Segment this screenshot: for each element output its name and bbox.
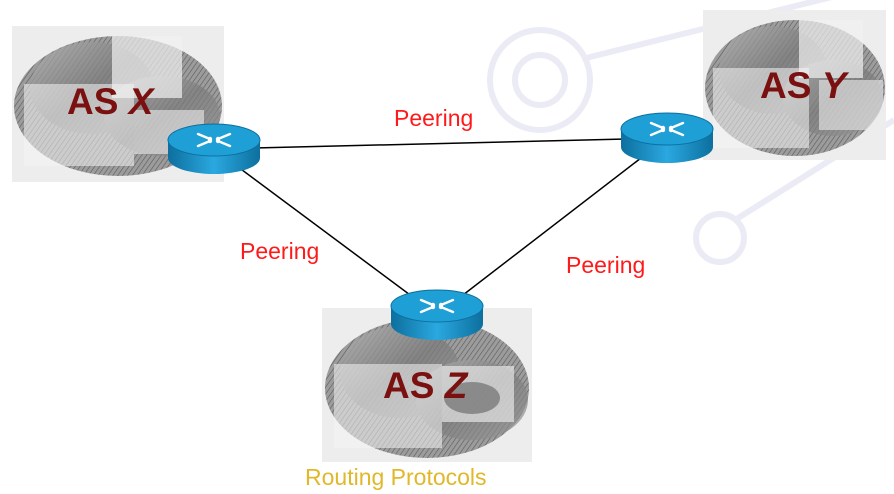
as-y-label: AS Y [760,67,846,104]
as-x-prefix: AS [67,81,119,122]
router-z-icon [390,289,484,340]
link-y-z [436,137,668,316]
decor-ring-inner [512,52,568,108]
link-x-z [213,148,438,316]
router-top [390,289,484,323]
as-y-id: Y [821,65,847,106]
as-x-id: X [128,81,154,122]
link-x-y-label: Peering [394,105,474,131]
router-y-icon [620,112,714,163]
decor-ring-small [693,211,747,265]
router-arrow-head [660,127,666,133]
router-arrow-head [438,304,444,310]
footer-title: Routing Protocols [305,464,487,490]
as-z-prefix: AS [383,365,435,406]
router-x-icon [167,123,261,174]
as-x-label: AS X [67,83,153,120]
as-y-prefix: AS [760,65,812,106]
decor-ring-outer [487,27,593,133]
router-arrow-head [668,127,674,133]
link-y-z-label: Peering [566,252,646,278]
router-arrow-head [215,138,221,144]
as-z-label: AS Z [383,367,467,404]
router-arrow-head [430,304,436,310]
router-arrow-head [207,138,213,144]
as-y-cloud-icon [703,10,886,160]
as-z-id: Z [444,365,468,406]
link-x-z-label: Peering [240,238,320,264]
router-top [167,123,261,157]
link-x-y [213,137,668,150]
router-top [620,112,714,146]
